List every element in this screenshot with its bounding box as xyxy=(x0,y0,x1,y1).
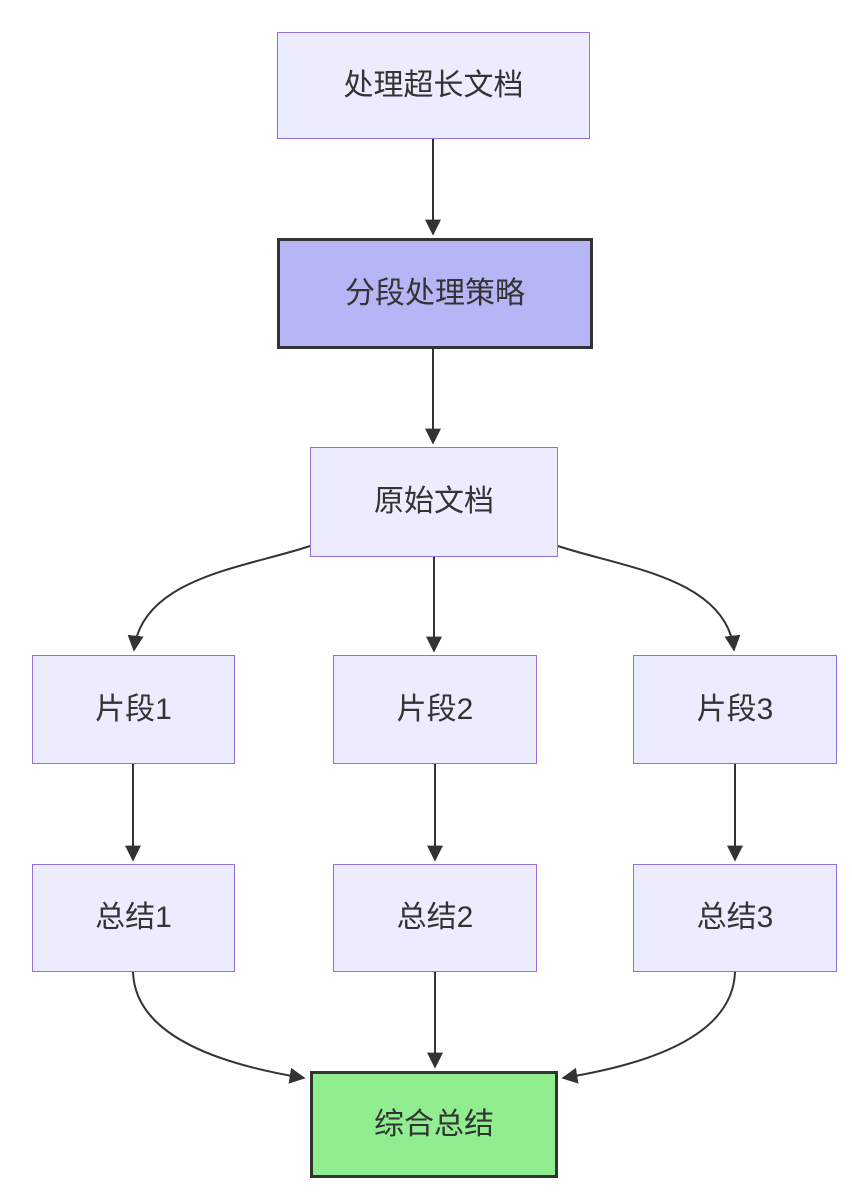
node-segmentation-strategy: 分段处理策略 xyxy=(277,238,593,349)
node-summary-2: 总结2 xyxy=(333,864,537,972)
node-segment-3: 片段3 xyxy=(633,655,837,764)
edge-summary-3-to-final xyxy=(561,971,736,1084)
edge-original-to-segment-1 xyxy=(127,545,311,652)
node-segment-2: 片段2 xyxy=(333,655,537,764)
edge-summary-1-to-final xyxy=(132,971,306,1084)
node-final-summary: 综合总结 xyxy=(310,1071,558,1178)
node-original-document: 原始文档 xyxy=(310,447,558,557)
edge-original-to-segment-3 xyxy=(557,545,741,652)
node-summary-1: 总结1 xyxy=(32,864,235,972)
node-summary-3: 总结3 xyxy=(633,864,837,972)
node-segment-1: 片段1 xyxy=(32,655,235,764)
node-process-long-document: 处理超长文档 xyxy=(277,32,590,139)
